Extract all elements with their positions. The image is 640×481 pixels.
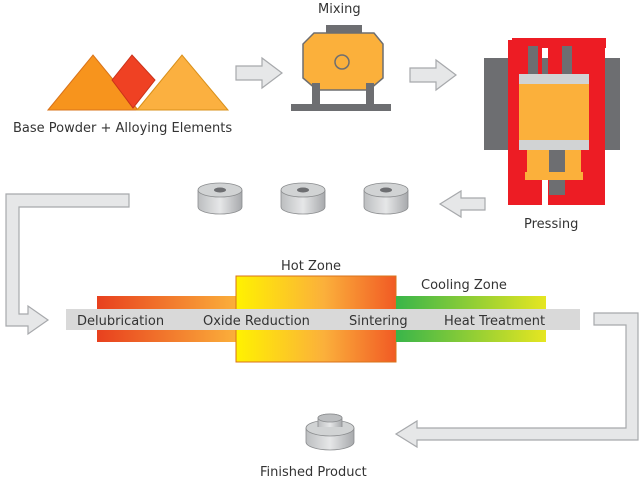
compact-part-icon	[197, 182, 243, 215]
powder-pile-right	[135, 54, 230, 111]
powder-pile-middle	[111, 54, 156, 109]
finished-product-label: Finished Product	[260, 465, 367, 480]
furnace	[66, 275, 580, 363]
powder-piles	[46, 54, 230, 111]
stage-sintering: Sintering	[349, 314, 408, 329]
stage-oxide-reduction: Oxide Reduction	[203, 314, 310, 329]
hot-zone-label: Hot Zone	[281, 259, 341, 274]
conveyor-belt	[66, 309, 580, 330]
compact-part-icon	[363, 182, 409, 215]
stage-heat-treatment: Heat Treatment	[444, 314, 545, 329]
mixing-label: Mixing	[318, 2, 361, 17]
pressing-label: Pressing	[524, 217, 578, 232]
mixer-icon	[291, 25, 391, 111]
arrow-elbow-icon	[5, 193, 130, 336]
cooling-zone-label: Cooling Zone	[421, 278, 507, 293]
arrow-elbow-icon	[394, 312, 639, 449]
arrow-left-icon	[438, 189, 486, 219]
base-powder-label: Base Powder + Alloying Elements	[13, 121, 232, 136]
stage-delubrication: Delubrication	[77, 314, 164, 329]
compact-part-icon	[280, 182, 326, 215]
arrow-right-icon	[409, 58, 457, 92]
finished-part-icon	[305, 413, 355, 451]
arrow-right-icon	[235, 56, 283, 90]
press-icon	[484, 38, 620, 205]
